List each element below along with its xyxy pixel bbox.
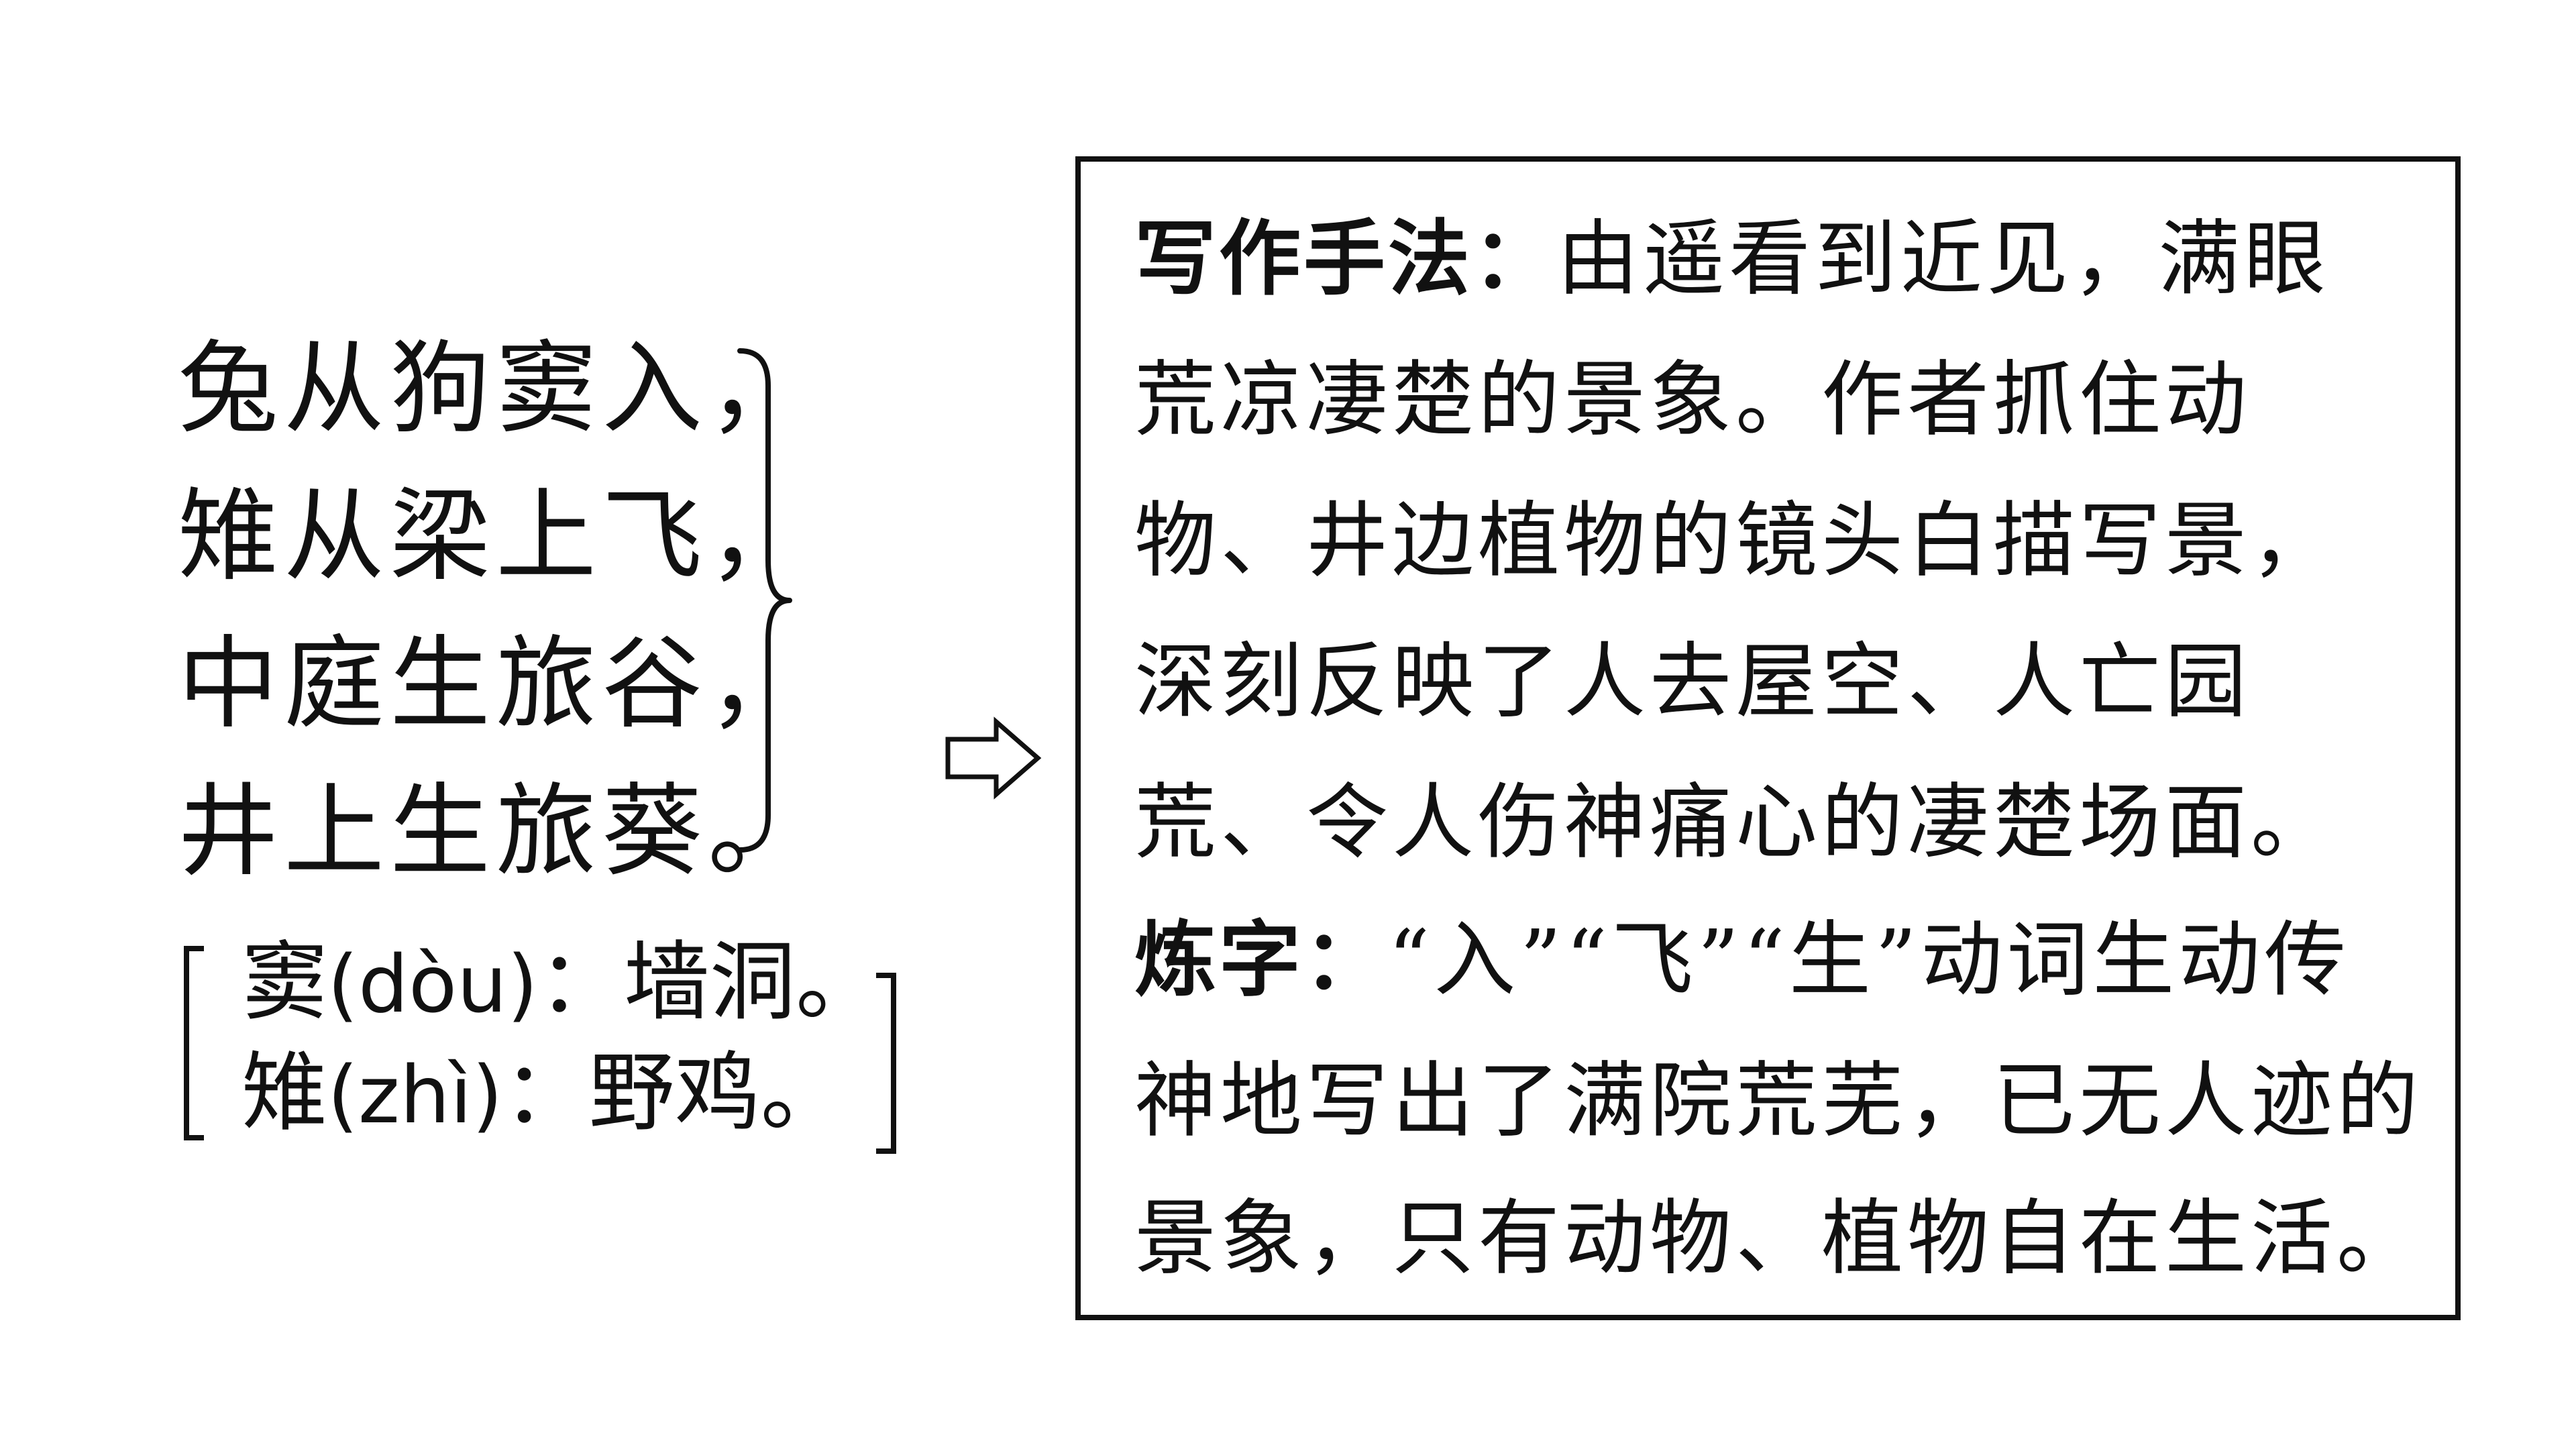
gloss-meaning: ：墙洞。 xyxy=(537,932,881,1032)
analysis-box: 写作手法：由遥看到近见，满眼 荒凉凄楚的景象。作者抓住动 物、井边植物的镜头白描… xyxy=(1075,156,2461,1320)
writing-method-text: 由遥看到近见，满眼 xyxy=(1557,211,2330,307)
gloss-character: 窦 xyxy=(241,932,328,1032)
writing-method-label: 写作手法： xyxy=(1134,211,1557,307)
analysis-line: 炼字：“入”“飞”“生”动词生动传 xyxy=(1134,890,2416,1030)
gloss-item: 窦(dòu)：墙洞。 xyxy=(241,926,881,1040)
gloss-bracket-left xyxy=(184,946,204,1140)
poem-block: 兔从狗窦入， 雉从梁上飞， 中庭生旅谷， 井上生旅葵。 xyxy=(178,315,814,906)
gloss-meaning: ：野鸡。 xyxy=(502,1043,847,1143)
poem-line: 雉从梁上飞， xyxy=(178,478,814,595)
gloss-item: 雉(zhì)：野鸡。 xyxy=(241,1036,847,1150)
poem-line: 中庭生旅谷， xyxy=(178,626,814,743)
analysis-line: 景象，只有动物、植物自在生活。 xyxy=(1134,1191,2422,1286)
poem-brace xyxy=(737,348,792,853)
poem-line: 兔从狗窦入， xyxy=(178,331,814,447)
word-choice-label: 炼字： xyxy=(1134,912,1388,1008)
poem-line: 井上生旅葵。 xyxy=(178,773,814,890)
gloss-pinyin: (zhì) xyxy=(327,1049,503,1141)
analysis-line: 深刻反映了人去屋空、人亡园 xyxy=(1134,634,2251,729)
gloss-character: 雉 xyxy=(241,1043,328,1143)
gloss-bracket-right xyxy=(876,973,896,1154)
analysis-line: 荒、令人伤神痛心的凄楚场面。 xyxy=(1134,775,2337,870)
gloss-pinyin: (dòu) xyxy=(327,938,538,1030)
analysis-line: 物、井边植物的镜头白描写景， xyxy=(1134,493,2337,588)
analysis-line: 荒凉凄楚的景象。作者抓住动 xyxy=(1134,352,2251,447)
gloss-group: 窦(dòu)：墙洞。 雉(zhì)：野鸡。 xyxy=(181,926,899,1161)
word-choice-text: “入”“飞”“生”动词生动传 xyxy=(1388,912,2351,1008)
hollow-right-arrow-icon xyxy=(945,716,1042,800)
analysis-line: 神地写出了满院荒芜，已无人迹的 xyxy=(1134,1053,2422,1148)
analysis-line: 写作手法：由遥看到近见，满眼 xyxy=(1134,189,2416,329)
